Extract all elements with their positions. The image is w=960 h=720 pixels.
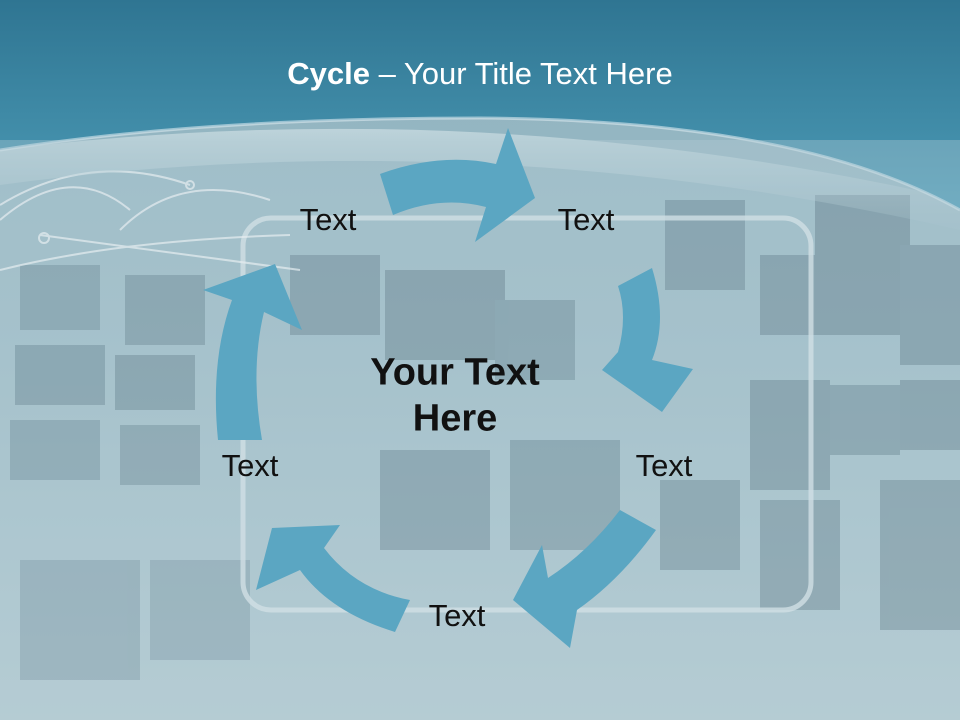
cycle-arrow-left [203,264,302,440]
center-text-line1: Your Text [370,351,540,394]
label-right: Text [635,448,693,483]
center-text: Your Text Here [315,350,595,441]
label-top-right: Text [557,202,615,237]
header-band [0,0,960,210]
label-bottom: Text [428,598,486,633]
slide-title: Cycle – Your Title Text Here [0,56,960,92]
background-tiles [10,195,960,680]
label-left: Text [221,448,279,483]
title-bold: Cycle [287,56,370,91]
cycle-arrow-bottom-right [513,510,656,648]
cycle-diagram [203,128,693,648]
cycle-arrow-bottom-left [256,525,410,632]
cycle-arrow-top [380,128,535,242]
title-rest: – Your Title Text Here [370,56,673,91]
center-text-line2: Here [412,397,498,439]
cycle-arrow-right [602,268,693,412]
label-top-left: Text [299,202,357,237]
